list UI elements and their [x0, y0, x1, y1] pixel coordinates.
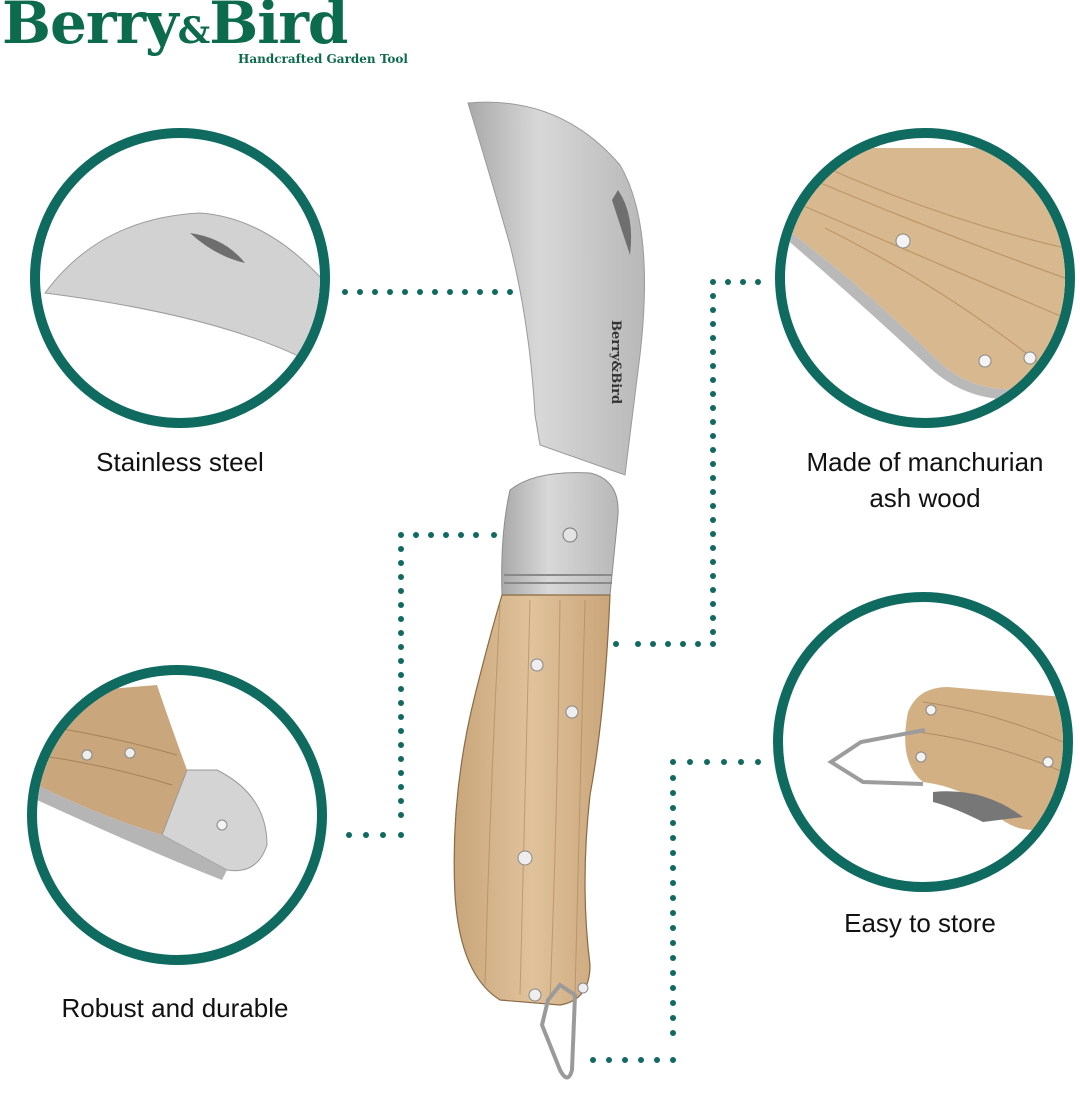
brand-ampersand: &	[177, 10, 211, 52]
bolster-closeup-image	[37, 685, 268, 880]
feature-label-ash-wood-line1: Made of manchurian	[806, 447, 1044, 477]
brand-name-part2: Bird	[209, 0, 348, 57]
feature-circle-bolster	[27, 665, 327, 965]
ring-closeup-image	[827, 687, 1063, 830]
connector-handle	[613, 279, 761, 647]
connector-ring	[590, 759, 761, 1063]
feature-circle-handle	[775, 128, 1075, 428]
brand-logo: Berry&Bird Handcrafted Garden Tool	[2, 0, 408, 66]
knife-illustration: Berry&Bird	[440, 95, 660, 1105]
connector-blade	[342, 289, 513, 295]
feature-label-robust-durable: Robust and durable	[61, 993, 289, 1023]
brand-name-part1: Berry	[2, 0, 179, 57]
feature-label-easy-to-store: Easy to store	[844, 908, 996, 938]
feature-circle-blade	[30, 128, 330, 428]
feature-label-ash-wood: Made of manchurian ash wood	[765, 444, 1080, 516]
blade-engraving: Berry&Bird	[608, 320, 623, 404]
brand-tagline: Handcrafted Garden Tool	[238, 52, 408, 66]
blade-closeup-image	[44, 212, 320, 368]
knife-image: Berry&Bird	[453, 101, 645, 1080]
wood-closeup-image	[785, 148, 1065, 400]
feature-label-ash-wood-line2: ash wood	[869, 483, 981, 513]
feature-label-stainless-steel: Stainless steel	[96, 447, 264, 477]
connector-bolster	[346, 532, 497, 838]
feature-circle-ring	[773, 592, 1073, 892]
